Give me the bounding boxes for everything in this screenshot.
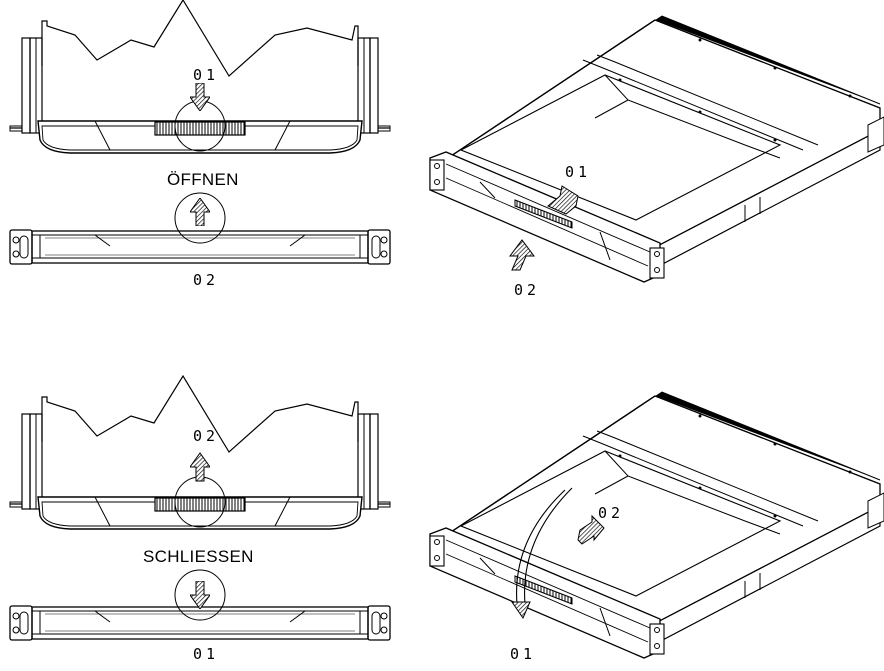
open-isometric-view bbox=[429, 15, 884, 283]
close-step-iso-push: 02 bbox=[598, 504, 625, 522]
close-iso-swing-arrow-icon bbox=[511, 487, 573, 620]
open-iso-release-arrow-icon bbox=[547, 185, 579, 215]
open-iso-push-arrow-icon bbox=[509, 239, 535, 271]
close-magnifier-circle-icon bbox=[174, 569, 226, 621]
open-magnifier-circle-icon bbox=[174, 192, 226, 244]
open-front-lift-arrow-icon bbox=[190, 198, 210, 226]
close-step-iso-release: 01 bbox=[510, 645, 537, 663]
open-step-iso-release: 01 bbox=[565, 163, 592, 181]
close-heading: SCHLIESSEN bbox=[143, 547, 254, 566]
close-step-front-top: 02 bbox=[193, 427, 220, 445]
close-isometric-view bbox=[429, 391, 884, 659]
close-front-lift-arrow-icon bbox=[190, 452, 210, 482]
close-step-front-bottom: 01 bbox=[193, 645, 220, 663]
open-heading: ÖFFNEN bbox=[167, 170, 239, 189]
open-step-front-top: 01 bbox=[193, 66, 220, 84]
open-front-push-arrow-icon bbox=[190, 83, 210, 111]
open-step-front-bottom: 02 bbox=[193, 271, 220, 289]
close-iso-push-arrow-icon bbox=[577, 514, 605, 545]
open-step-iso-push: 02 bbox=[514, 281, 541, 299]
close-front-push-arrow-icon bbox=[190, 581, 210, 609]
close-front-closed-view bbox=[9, 605, 391, 641]
open-front-closed-view bbox=[9, 229, 391, 265]
